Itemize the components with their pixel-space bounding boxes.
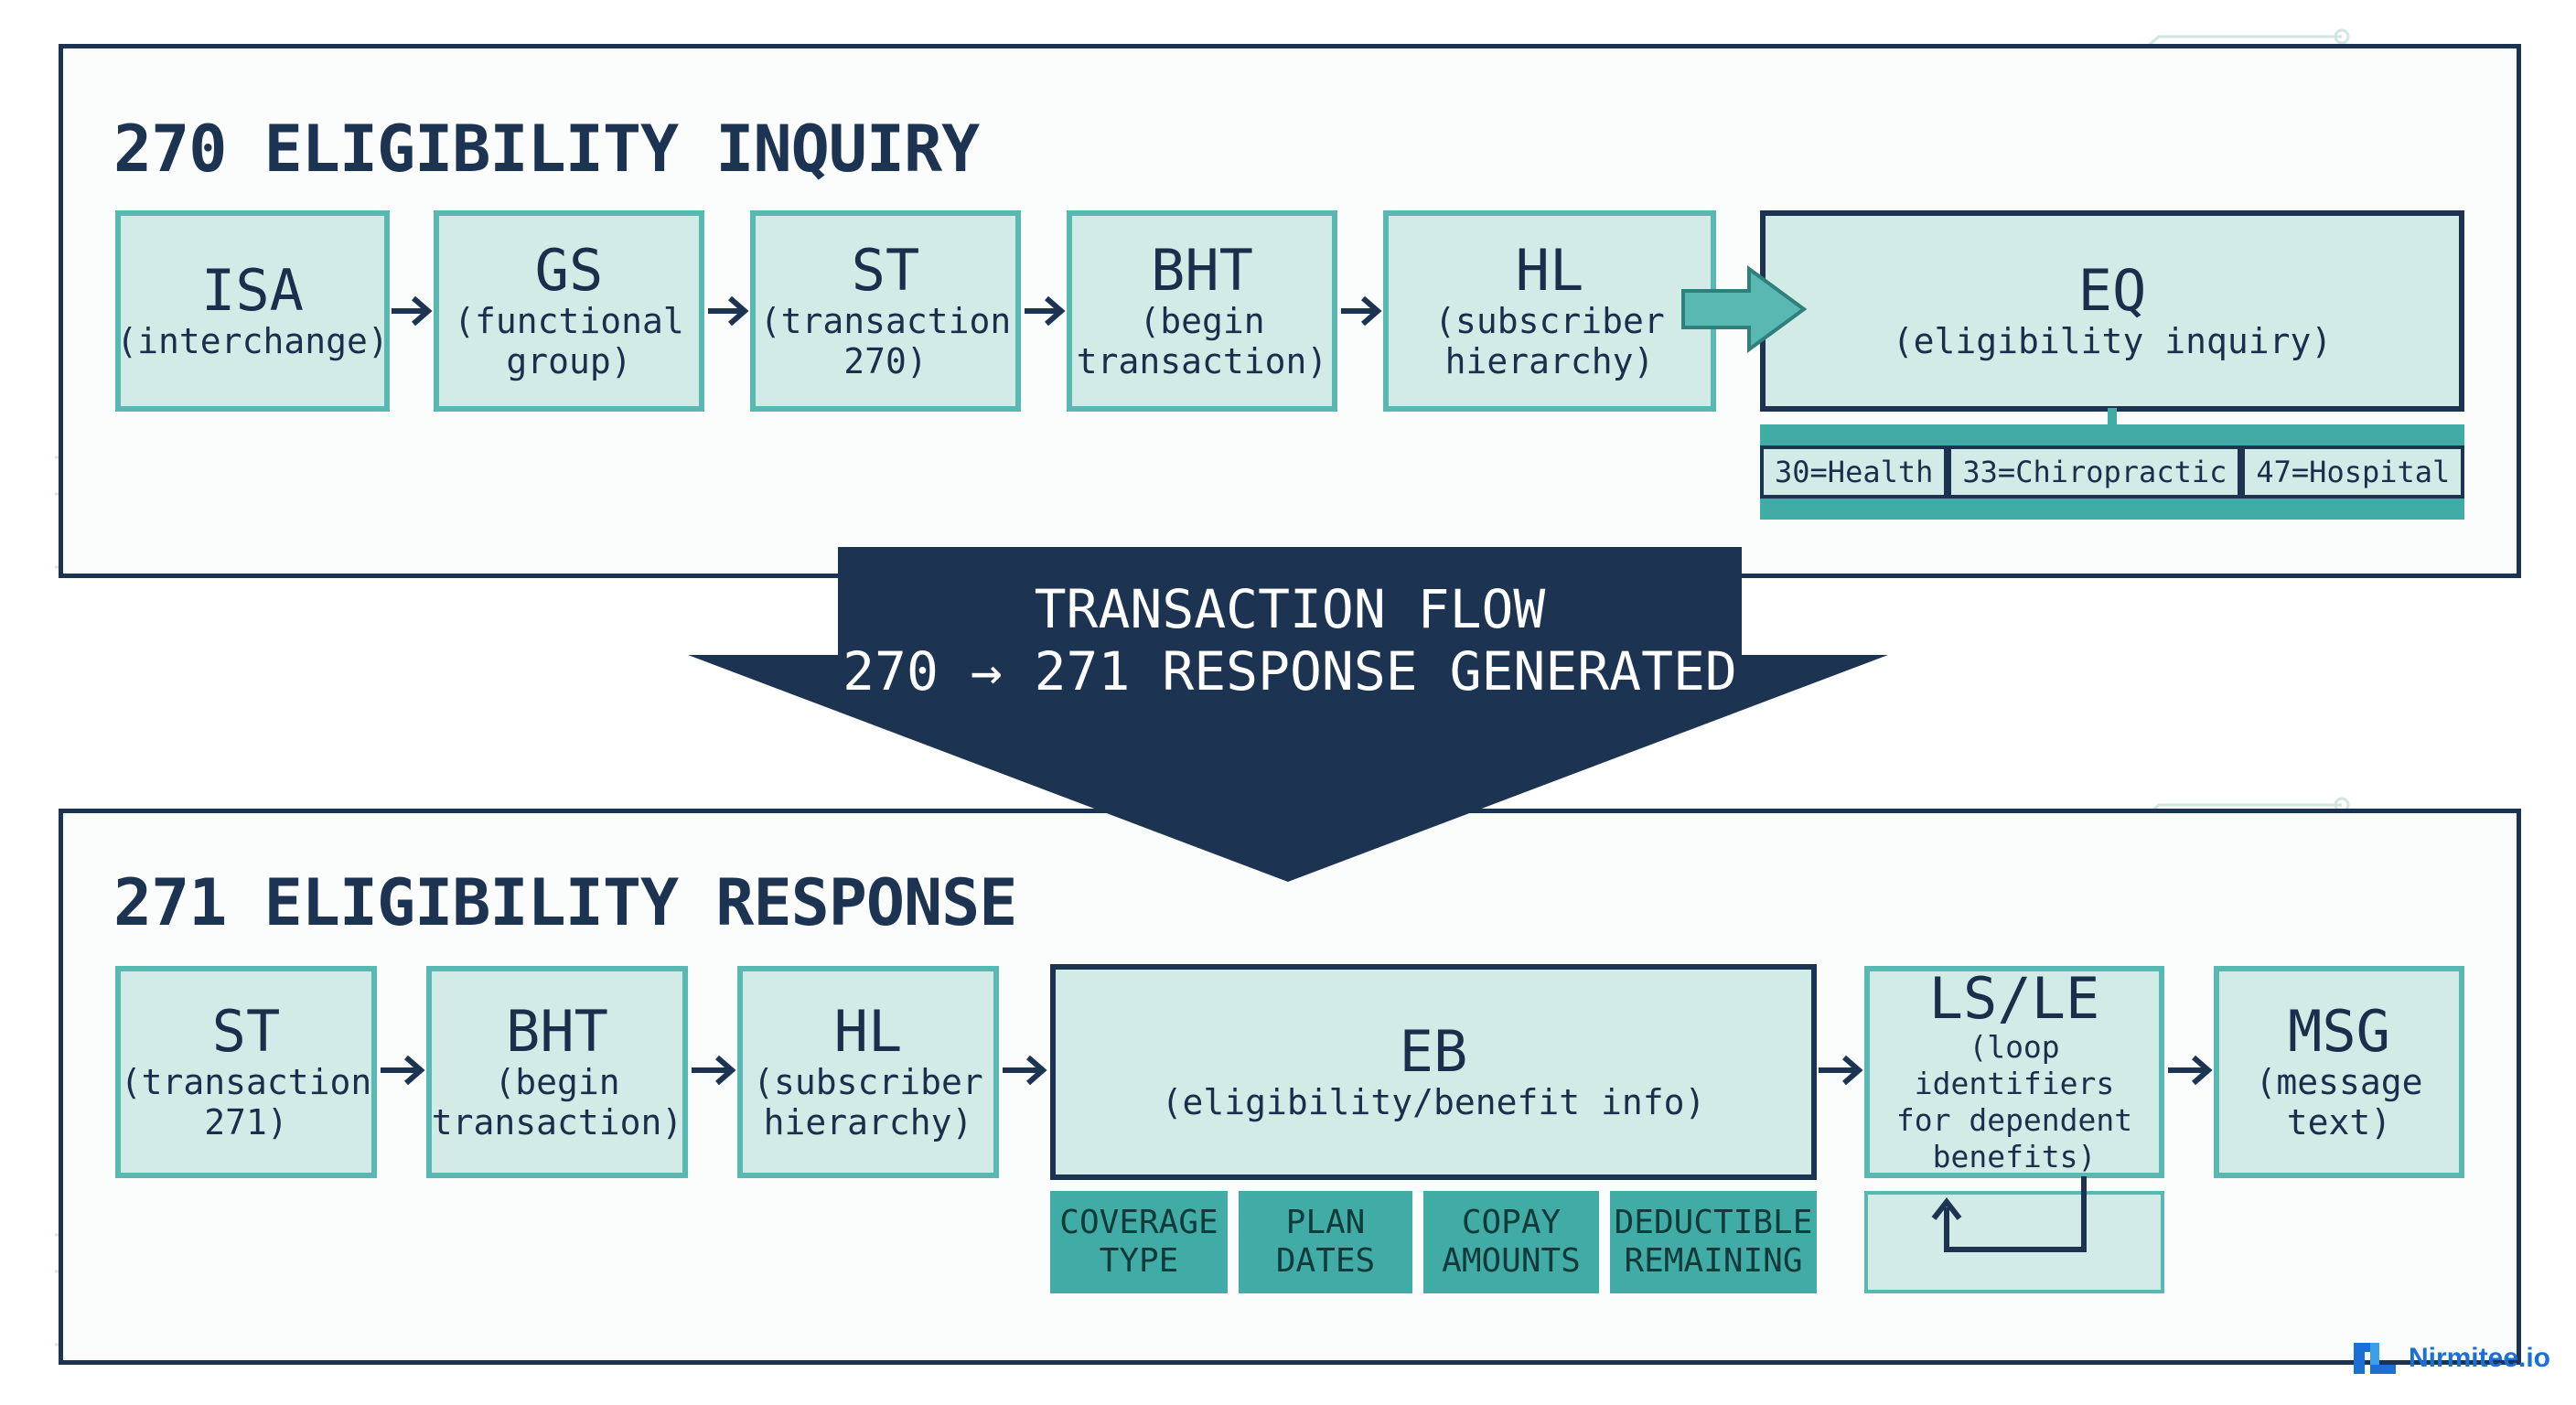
block-arrow-icon — [1681, 265, 1808, 353]
segment-code: GS — [534, 237, 604, 304]
segment-desc: (subscriber hierarchy) — [1434, 301, 1665, 381]
service-type-bar: 30=Health 33=Chiropractic 47=Hospital — [1760, 424, 2465, 520]
flow-line-2: 270 → 271 RESPONSE GENERATED — [843, 640, 1737, 702]
segment-code: ST — [851, 237, 920, 304]
inquiry-title: 270 ELIGIBILITY INQUIRY — [113, 112, 980, 187]
response-title: 271 ELIGIBILITY RESPONSE — [113, 865, 1017, 940]
arrow-right-icon — [692, 1055, 736, 1086]
loop-back-box — [1864, 1191, 2164, 1293]
segment-desc: (transaction 271) — [120, 1062, 372, 1142]
segment-desc: (loop identifiers for dependent benefits… — [1895, 1029, 2133, 1174]
segment-desc: (begin transaction) — [431, 1062, 683, 1142]
segment-code: EB — [1399, 1018, 1468, 1085]
segment-code: HL — [833, 998, 903, 1065]
segment-bht-271: BHT (begin transaction) — [426, 966, 688, 1178]
arrow-right-icon — [1003, 1055, 1047, 1086]
segment-ls-le: LS/LE (loop identifiers for dependent be… — [1864, 966, 2164, 1178]
eb-detail-coverage-type: COVERAGE TYPE — [1050, 1191, 1228, 1293]
arrow-right-icon — [1819, 1055, 1863, 1086]
segment-desc: (interchange) — [116, 321, 389, 361]
segment-code: ST — [211, 998, 281, 1065]
segment-desc: (begin transaction) — [1076, 301, 1328, 381]
segment-desc: (message text) — [2255, 1062, 2423, 1142]
segment-code: LS/LE — [1928, 965, 2100, 1032]
arrow-right-icon — [1025, 295, 1066, 327]
flow-line-1: TRANSACTION FLOW — [1034, 578, 1546, 640]
segment-isa: ISA (interchange) — [115, 210, 390, 412]
segment-bht: BHT (begin transaction) — [1067, 210, 1337, 412]
segment-desc: (eligibility inquiry) — [1892, 321, 2333, 361]
arrow-right-icon — [2168, 1055, 2213, 1086]
segment-st: ST (transaction 270) — [750, 210, 1021, 412]
segment-code: EQ — [2077, 257, 2147, 324]
segment-hl: HL (subscriber hierarchy) — [1383, 210, 1716, 412]
segment-st-271: ST (transaction 271) — [115, 966, 377, 1178]
arrow-right-icon — [708, 295, 749, 327]
arrow-right-icon — [381, 1055, 425, 1086]
eb-detail-plan-dates: PLAN DATES — [1239, 1191, 1412, 1293]
segment-desc: (functional group) — [454, 301, 684, 381]
eb-detail-deductible-remaining: DEDUCTIBLE REMAINING — [1610, 1191, 1817, 1293]
segment-eb: EB (eligibility/benefit info) — [1050, 964, 1817, 1180]
segment-code: BHT — [506, 998, 608, 1065]
nirmitee-logo-icon — [2353, 1343, 2396, 1374]
segment-code: MSG — [2288, 998, 2390, 1065]
arrow-right-icon — [392, 295, 433, 327]
brand-logo: Nirmitee.io — [2353, 1343, 2550, 1374]
loop-back-arrow-icon — [1931, 1176, 2087, 1252]
service-type-tag: 33=Chiropractic — [1948, 445, 2242, 499]
segment-desc: (subscriber hierarchy) — [753, 1062, 983, 1142]
segment-code: ISA — [201, 257, 304, 324]
eb-detail-copay-amounts: COPAY AMOUNTS — [1423, 1191, 1599, 1293]
brand-name: Nirmitee.io — [2408, 1343, 2550, 1373]
eq-connector — [2108, 408, 2117, 426]
segment-desc: (transaction 270) — [759, 301, 1012, 381]
service-type-tag: 47=Hospital — [2241, 445, 2465, 499]
segment-code: BHT — [1151, 237, 1253, 304]
segment-gs: GS (functional group) — [434, 210, 704, 412]
segment-desc: (eligibility/benefit info) — [1161, 1082, 1706, 1122]
segment-hl-271: HL (subscriber hierarchy) — [737, 966, 999, 1178]
arrow-right-icon — [1341, 295, 1382, 327]
segment-code: HL — [1515, 237, 1584, 304]
service-type-tag: 30=Health — [1760, 445, 1948, 499]
segment-msg: MSG (message text) — [2214, 966, 2464, 1178]
